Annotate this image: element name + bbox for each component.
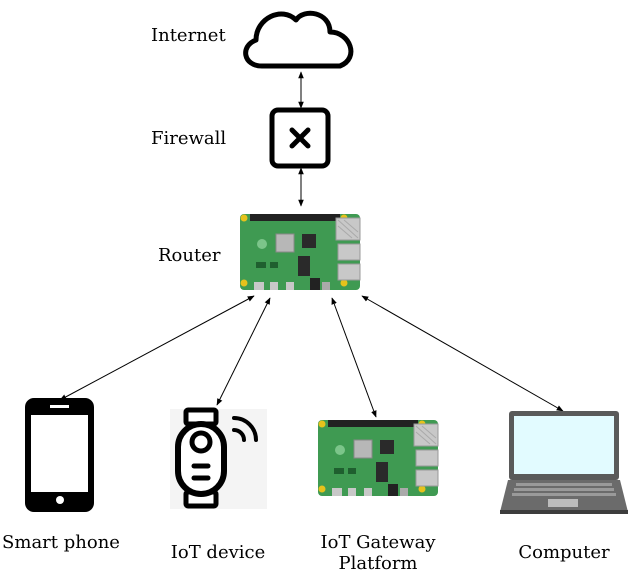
cloud-icon — [243, 10, 354, 69]
iot-device-label: IoT device — [170, 542, 266, 563]
smartphone-label: Smart phone — [2, 532, 120, 553]
router-smartphone-link — [59, 295, 255, 401]
computer-label: Computer — [518, 542, 610, 563]
raspberry-pi-board-icon — [317, 419, 439, 497]
smartphone-icon — [25, 398, 94, 512]
router-computer-link — [361, 295, 564, 412]
wearable-wifi-icon — [170, 407, 267, 509]
router-label: Router — [158, 245, 221, 266]
router-iot-device-link — [216, 297, 271, 406]
gateway-label-line1: IoT Gateway — [320, 532, 436, 553]
gateway-label-line2: Platform — [338, 553, 418, 574]
firewall-label: Firewall — [151, 128, 227, 149]
firewall-x-icon — [269, 107, 331, 169]
connections — [59, 71, 564, 418]
router-gateway-link — [331, 297, 377, 418]
laptop-icon — [500, 411, 628, 514]
internet-label: Internet — [151, 25, 226, 46]
raspberry-pi-board-icon — [239, 213, 361, 291]
